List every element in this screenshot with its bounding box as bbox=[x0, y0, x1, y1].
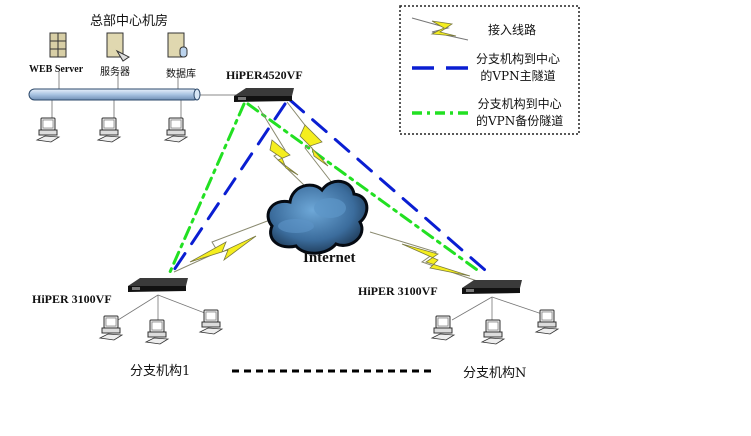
hq-pc-1 bbox=[36, 117, 60, 143]
hq-router-icon bbox=[234, 88, 294, 102]
legend-lightning-icon bbox=[411, 17, 469, 41]
legend-backup-line2: 的VPN备份隧道 bbox=[476, 114, 564, 128]
branchN-pc-2 bbox=[481, 319, 505, 345]
branchN-name: 分支机构N bbox=[463, 366, 527, 381]
hq-backbone-bus bbox=[28, 88, 201, 101]
branchN-router-label: HiPER 3100VF bbox=[358, 284, 438, 298]
hq-title: 总部中心机房 bbox=[90, 14, 169, 29]
branchN-links bbox=[451, 296, 546, 322]
backup-tunnel-branchN bbox=[246, 102, 482, 274]
hq-router-label: HiPER4520VF bbox=[226, 68, 303, 82]
legend-backup-line1: 分支机构到中心 bbox=[477, 97, 562, 111]
web-server-label: WEB Server bbox=[29, 64, 84, 75]
vpn-primary-tunnels bbox=[172, 98, 487, 272]
hq-pc-3 bbox=[164, 117, 188, 143]
legend-access-line-label: 接入线路 bbox=[488, 23, 537, 37]
branchN-pc-3 bbox=[535, 309, 559, 335]
access-lines bbox=[173, 101, 481, 283]
internet-cloud-icon bbox=[266, 179, 369, 255]
server-label: 服务器 bbox=[100, 67, 130, 78]
backup-tunnel-branch1 bbox=[168, 102, 246, 274]
database-label: 数据库 bbox=[166, 69, 196, 80]
database-server-icon bbox=[167, 32, 188, 58]
legend-primary-tunnel-label: 分支机构到中心 的VPN主隧道 bbox=[476, 51, 560, 85]
hq-pc-2 bbox=[97, 117, 121, 143]
branch1-router-label: HiPER 3100VF bbox=[32, 292, 112, 306]
branch1-pc-3 bbox=[199, 309, 223, 335]
legend-box bbox=[399, 5, 580, 135]
internet-label: Internet bbox=[303, 250, 356, 266]
legend-primary-line2: 的VPN主隧道 bbox=[480, 69, 556, 83]
primary-tunnel-branch1 bbox=[172, 102, 287, 272]
primary-tunnel-branchN bbox=[288, 98, 487, 272]
server-icon bbox=[106, 32, 130, 62]
branch1-name: 分支机构1 bbox=[130, 364, 191, 379]
branch1-links bbox=[117, 294, 211, 322]
branch1-pc-2 bbox=[145, 319, 169, 345]
branchN-pc-1 bbox=[431, 315, 455, 341]
branchN-router-icon bbox=[462, 280, 522, 294]
legend-primary-line1: 分支机构到中心 bbox=[476, 52, 561, 66]
vpn-backup-tunnels bbox=[168, 102, 482, 274]
branch1-router-icon bbox=[128, 278, 188, 292]
legend-backup-tunnel-label: 分支机构到中心 的VPN备份隧道 bbox=[476, 96, 563, 130]
hq-drops bbox=[51, 72, 236, 118]
web-server-icon bbox=[49, 32, 67, 58]
